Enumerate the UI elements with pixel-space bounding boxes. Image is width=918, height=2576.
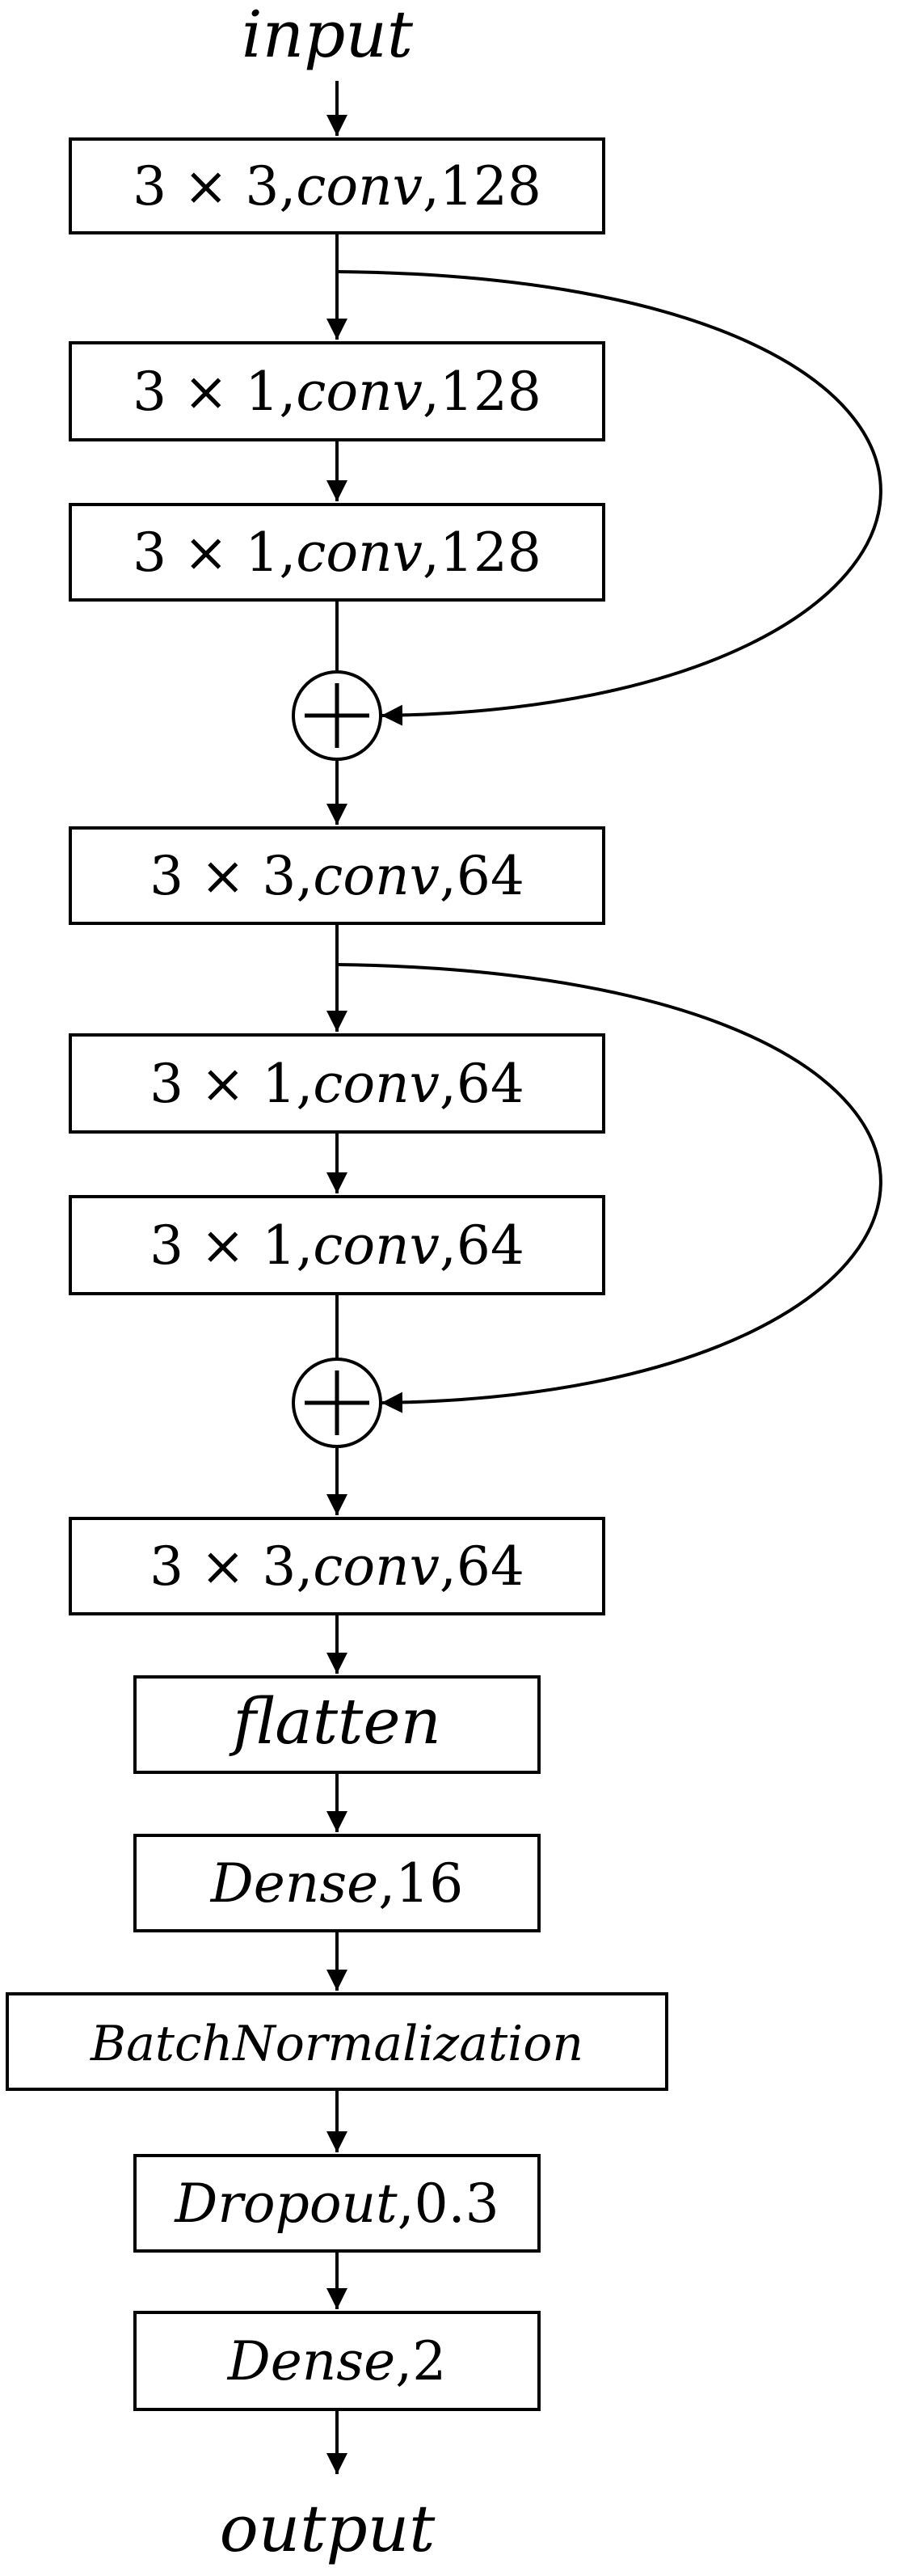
conv-block-6-label: 3 × 1,conv,64 [149, 1214, 524, 1277]
batchnorm-block-label: BatchNormalization [90, 2016, 583, 2072]
conv-block-5-label: 3 × 1,conv,64 [149, 1053, 524, 1115]
flatten-block [133, 1675, 541, 1774]
conv-block-2 [69, 341, 605, 441]
input-label: input [242, 0, 414, 72]
dense-2-block [133, 2311, 541, 2411]
dense-16-block-label: Dense,16 [210, 1852, 463, 1915]
batchnorm-block [6, 1992, 668, 2091]
conv-block-4-label: 3 × 3,conv,64 [149, 845, 524, 907]
conv-block-1-label: 3 × 3,conv,128 [133, 155, 541, 217]
conv-block-4 [69, 826, 605, 925]
dropout-block-label: Dropout,0.3 [174, 2173, 499, 2235]
dropout-block [133, 2154, 541, 2253]
skip-connection-2 [336, 963, 882, 1413]
output-label: output [220, 2491, 436, 2566]
conv-block-3-label: 3 × 1,conv,128 [133, 522, 541, 584]
conv-block-7-label: 3 × 3,conv,64 [149, 1535, 524, 1598]
conv-block-5 [69, 1033, 605, 1134]
conv-block-2-label: 3 × 1,conv,128 [133, 361, 541, 423]
conv-block-7 [69, 1517, 605, 1615]
conv-block-3 [69, 503, 605, 602]
skip-connection-1 [336, 270, 882, 726]
flatten-block-label: flatten [229, 1686, 441, 1759]
dense-2-block-label: Dense,2 [227, 2330, 446, 2392]
